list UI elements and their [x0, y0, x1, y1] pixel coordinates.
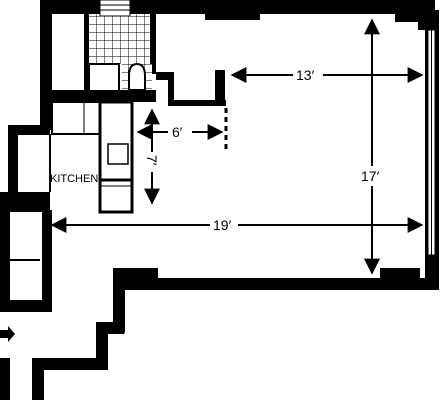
- kitchen-label: KITCHEN: [50, 173, 98, 185]
- dimension-6: 6′: [136, 124, 224, 140]
- dimension-label-17: 17′: [361, 168, 380, 184]
- dimension-label-13: 13′: [296, 67, 315, 83]
- dimension-label-19: 19′: [213, 217, 232, 233]
- dimension-19: 19′: [50, 216, 424, 234]
- toilet-icon: [122, 62, 152, 92]
- dimension-label-6: 6′: [172, 124, 183, 140]
- dimension-label-7: 7′: [144, 155, 160, 166]
- entry-arrow-icon: [0, 326, 15, 342]
- window: [427, 29, 436, 256]
- dimension-17: 17′: [360, 18, 386, 275]
- dimension-13: 13′: [230, 66, 424, 84]
- stove-icon: [107, 143, 129, 165]
- bathroom: [52, 0, 226, 106]
- closet: [10, 212, 47, 300]
- kitchen: KITCHEN: [20, 100, 134, 214]
- dimension-7: 7′: [144, 108, 160, 205]
